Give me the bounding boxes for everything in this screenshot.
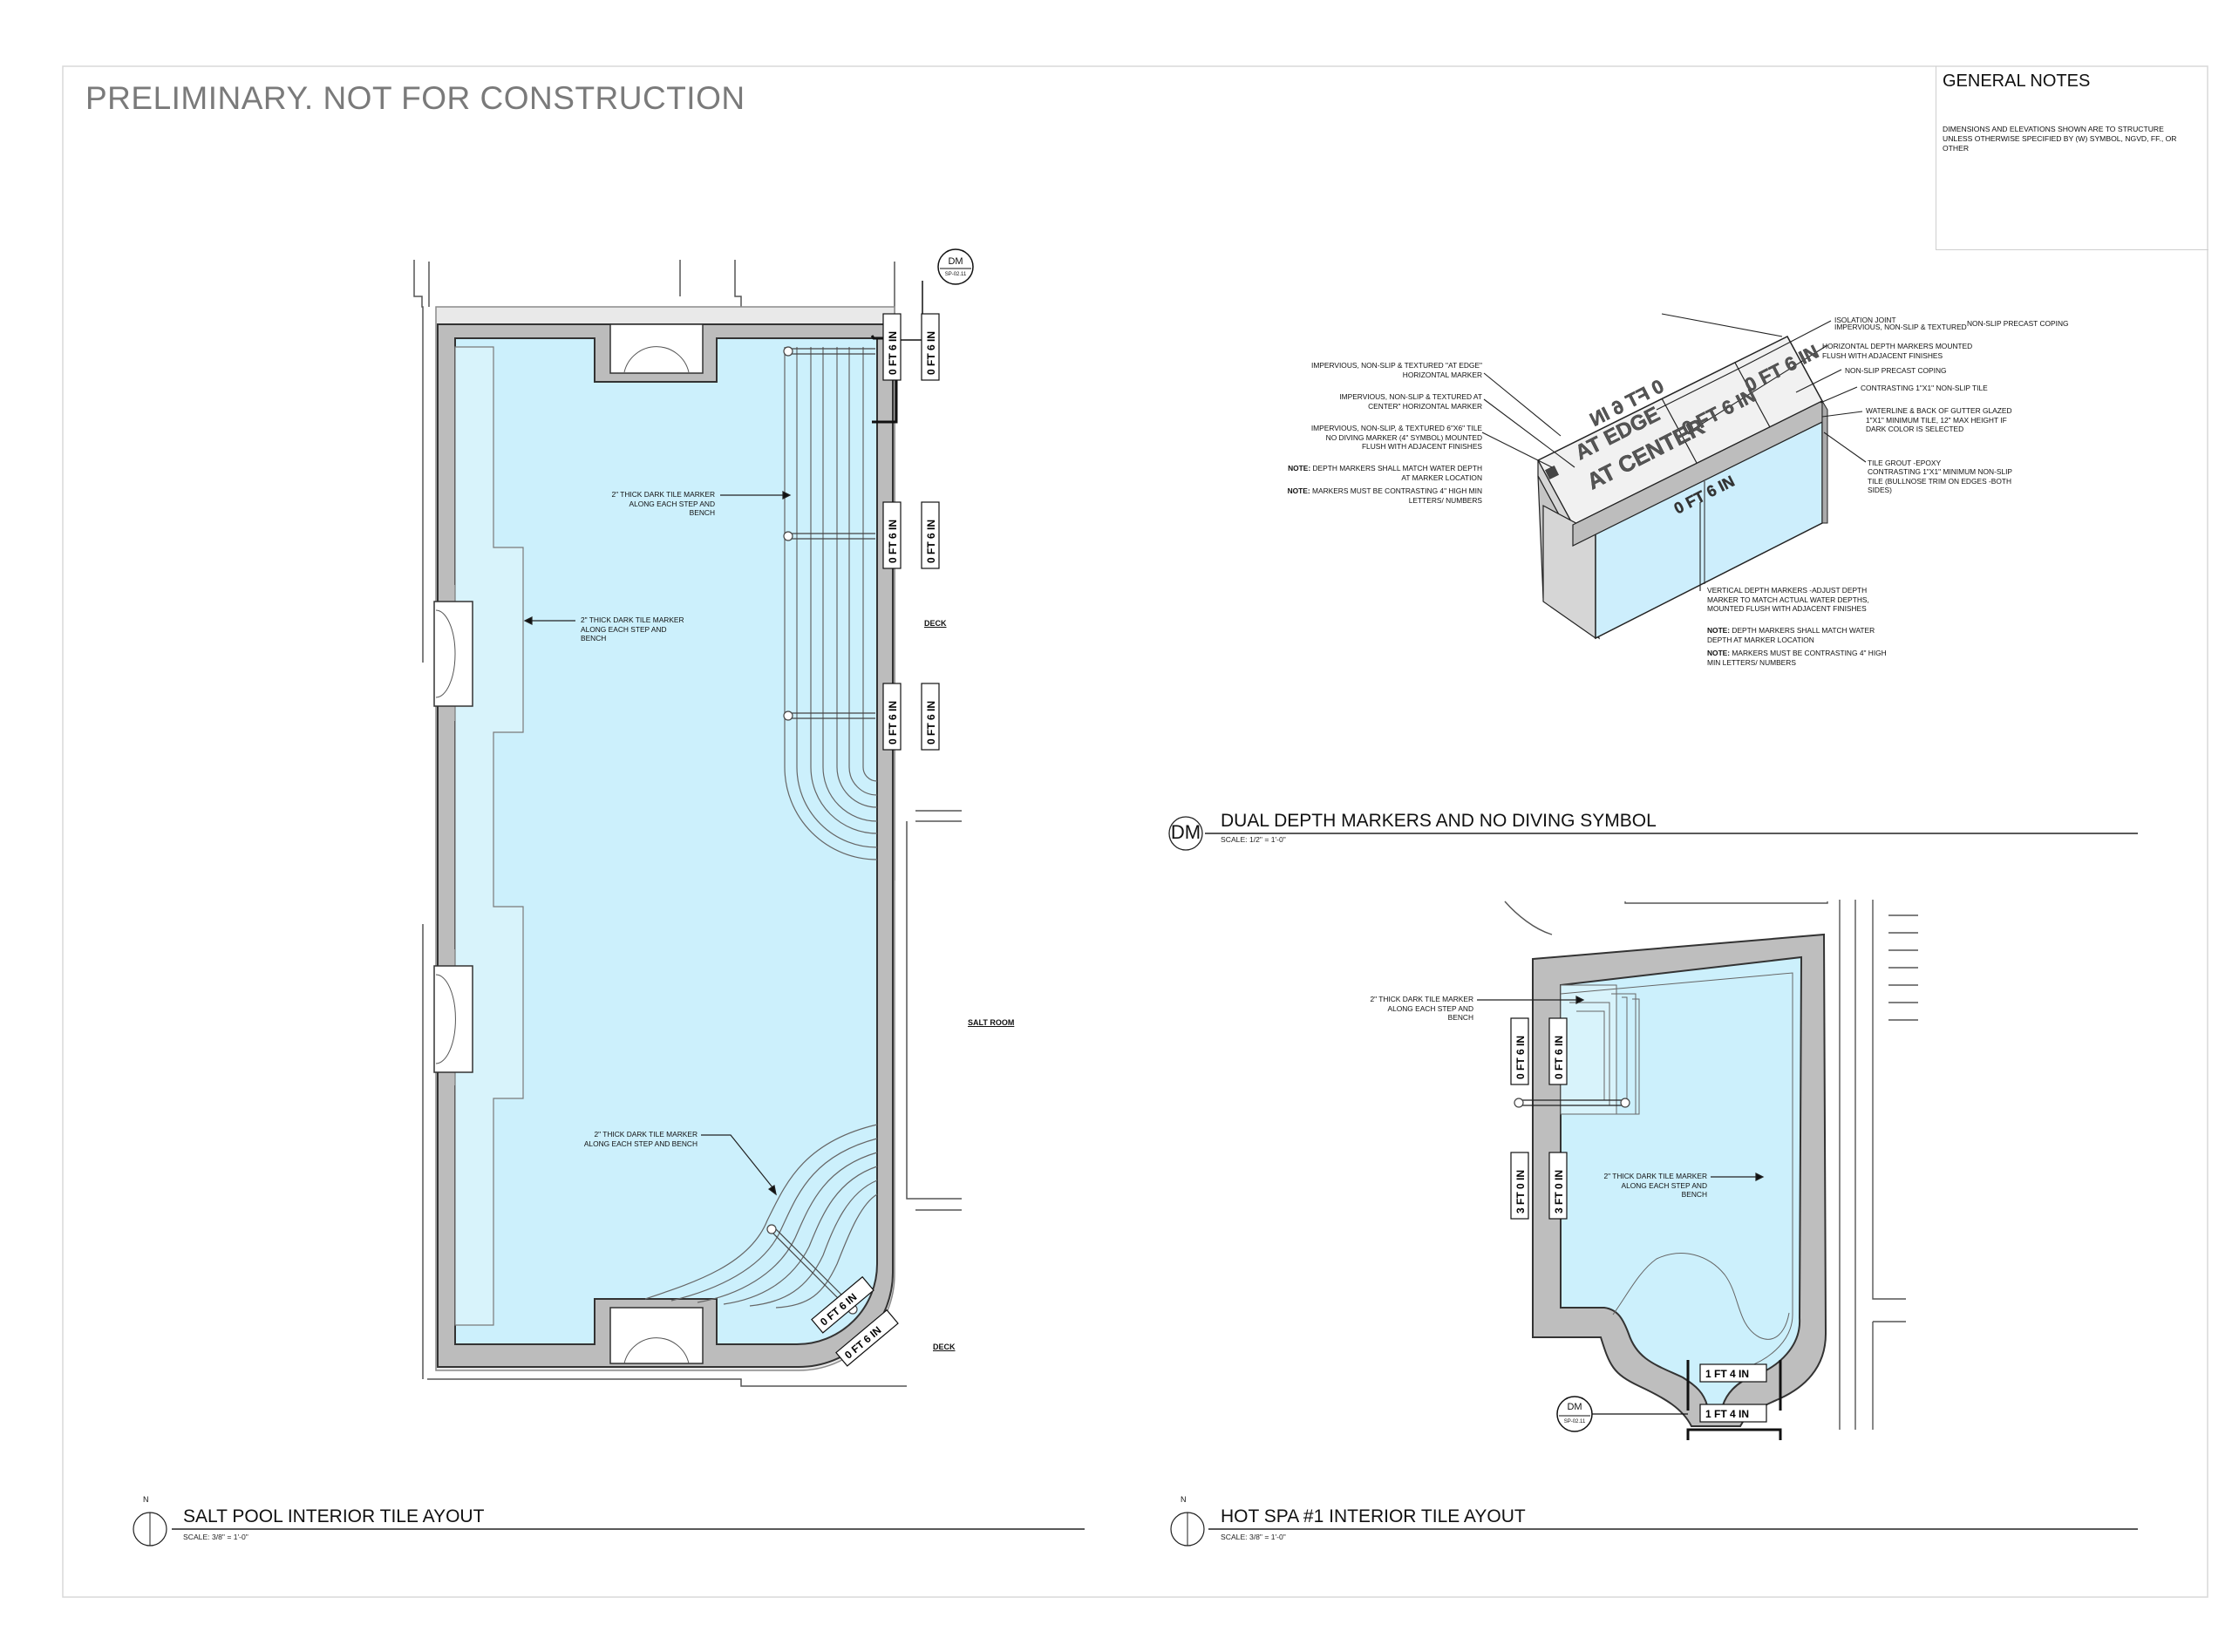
deck-label: DECK bbox=[924, 619, 947, 628]
dm-reference-sheet: SP-02.11 bbox=[1563, 1419, 1586, 1424]
detail-note-bottom-3: NOTE: MARKERS MUST BE CONTRASTING 4" HIG… bbox=[1707, 649, 1890, 667]
north-label: N bbox=[1181, 1495, 1187, 1504]
depth-marker: 0 FT 6 IN bbox=[887, 331, 899, 375]
salt-room-label: SALT ROOM bbox=[968, 1018, 1015, 1027]
detail-note-right-8: TILE GROUT -EPOXY bbox=[1868, 459, 1942, 467]
detail-note-bottom-1: VERTICAL DEPTH MARKERS -ADJUST DEPTH MAR… bbox=[1707, 586, 1869, 613]
depth-marker: 0 FT 6 IN bbox=[1553, 1036, 1565, 1079]
general-notes-title: GENERAL NOTES bbox=[1943, 71, 2091, 91]
detail-title: DUAL DEPTH MARKERS AND NO DIVING SYMBOL bbox=[1221, 811, 1657, 831]
depth-marker: 3 FT 0 IN bbox=[1514, 1170, 1527, 1214]
depth-marker: 0 FT 6 IN bbox=[925, 331, 937, 375]
detail-tag: DM bbox=[1170, 821, 1201, 843]
detail-note-bottom-2: NOTE: DEPTH MARKERS SHALL MATCH WATER DE… bbox=[1707, 626, 1890, 644]
dm-reference-tag: DM bbox=[1567, 1402, 1582, 1412]
note-label: NOTE: bbox=[1707, 649, 1731, 657]
depth-marker: 0 FT 6 IN bbox=[925, 701, 937, 744]
salt-pool-scale: SCALE: 3/8" = 1'-0" bbox=[183, 1533, 248, 1541]
north-label: N bbox=[143, 1495, 149, 1504]
salt-callout-2: 2" THICK DARK TILE MARKER ALONG EACH STE… bbox=[581, 615, 684, 642]
note-text: DEPTH MARKERS SHALL MATCH WATER DEPTH AT… bbox=[1707, 626, 1875, 644]
detail-note-right-9: CONTRASTING 1"x1" MINIMUM NON-SLIP TILE … bbox=[1868, 467, 2012, 494]
hot-spa-title: HOT SPA #1 INTERIOR TILE AYOUT bbox=[1221, 1506, 1526, 1526]
general-notes-text: DIMENSIONS AND ELEVATIONS SHOWN ARE TO S… bbox=[1943, 125, 2177, 153]
detail-note-right-7: WATERLINE & BACK OF GUTTER GLAZED 1"x1" … bbox=[1866, 406, 2012, 433]
note-text: MARKERS MUST BE CONTRASTING 4" HIGH MIN … bbox=[1312, 486, 1482, 505]
spa-callout-2: 2" THICK DARK TILE MARKER ALONG EACH STE… bbox=[1603, 1172, 1707, 1199]
depth-marker: 0 FT 6 IN bbox=[925, 520, 937, 563]
dm-reference-sheet: SP-02.11 bbox=[944, 272, 967, 277]
depth-marker: 1 FT 4 IN bbox=[1705, 1368, 1749, 1380]
note-label: NOTE: bbox=[1287, 486, 1310, 495]
detail-note-right-4: HORIZONTAL DEPTH MARKERS MOUNTED FLUSH W… bbox=[1822, 342, 1973, 360]
salt-pool-title: SALT POOL INTERIOR TILE AYOUT bbox=[183, 1506, 485, 1526]
depth-marker: 1 FT 4 IN bbox=[1705, 1408, 1749, 1420]
depth-marker: 3 FT 0 IN bbox=[1553, 1170, 1565, 1214]
salt-callout-3: 2" THICK DARK TILE MARKER ALONG EACH STE… bbox=[583, 1130, 698, 1148]
detail-note-left-3: IMPERVIOUS, NON-SLIP, & TEXTURED 6"X6" T… bbox=[1310, 424, 1482, 451]
detail-note-right-6: CONTRASTING 1"x1" NON-SLIP TILE bbox=[1861, 384, 1988, 392]
deck-label: DECK bbox=[933, 1343, 956, 1351]
general-notes-box bbox=[1936, 66, 2208, 250]
note-text: DEPTH MARKERS SHALL MATCH WATER DEPTH AT… bbox=[1312, 464, 1482, 482]
depth-marker: 0 FT 6 IN bbox=[1514, 1036, 1527, 1079]
note-label: NOTE: bbox=[1707, 626, 1731, 635]
detail-note-left-4: NOTE: DEPTH MARKERS SHALL MATCH WATER DE… bbox=[1282, 464, 1482, 482]
note-text: MARKERS MUST BE CONTRASTING 4" HIGH MIN … bbox=[1707, 649, 1887, 667]
note-label: NOTE: bbox=[1288, 464, 1311, 472]
detail-note-left-1: IMPERVIOUS, NON-SLIP & TEXTURED "AT EDGE… bbox=[1311, 361, 1482, 379]
depth-marker: 0 FT 6 IN bbox=[887, 520, 899, 563]
preliminary-banner: PRELIMINARY. NOT FOR CONSTRUCTION bbox=[85, 80, 745, 116]
detail-note-right-2: IMPERVIOUS, NON-SLIP & TEXTURED bbox=[1834, 323, 1967, 331]
detail-note-left-2: IMPERVIOUS, NON-SLIP & TEXTURED AT CENTE… bbox=[1339, 392, 1482, 411]
detail-scale: SCALE: 1/2" = 1'-0" bbox=[1221, 835, 1286, 844]
salt-callout-1: 2" THICK DARK TILE MARKER ALONG EACH STE… bbox=[611, 490, 715, 517]
hot-spa-scale: SCALE: 3/8" = 1'-0" bbox=[1221, 1533, 1286, 1541]
spa-callout-1: 2" THICK DARK TILE MARKER ALONG EACH STE… bbox=[1370, 995, 1473, 1022]
detail-note-right-1: ISOLATION JOINT bbox=[1834, 316, 1896, 324]
detail-note-right-3: NON-SLIP PRECAST COPING bbox=[1967, 319, 2069, 328]
detail-note-right-5: NON-SLIP PRECAST COPING bbox=[1845, 366, 1947, 375]
depth-marker: 0 FT 6 IN bbox=[887, 701, 899, 744]
detail-note-left-5: NOTE: MARKERS MUST BE CONTRASTING 4" HIG… bbox=[1282, 486, 1482, 505]
dm-reference-tag: DM bbox=[948, 256, 963, 267]
